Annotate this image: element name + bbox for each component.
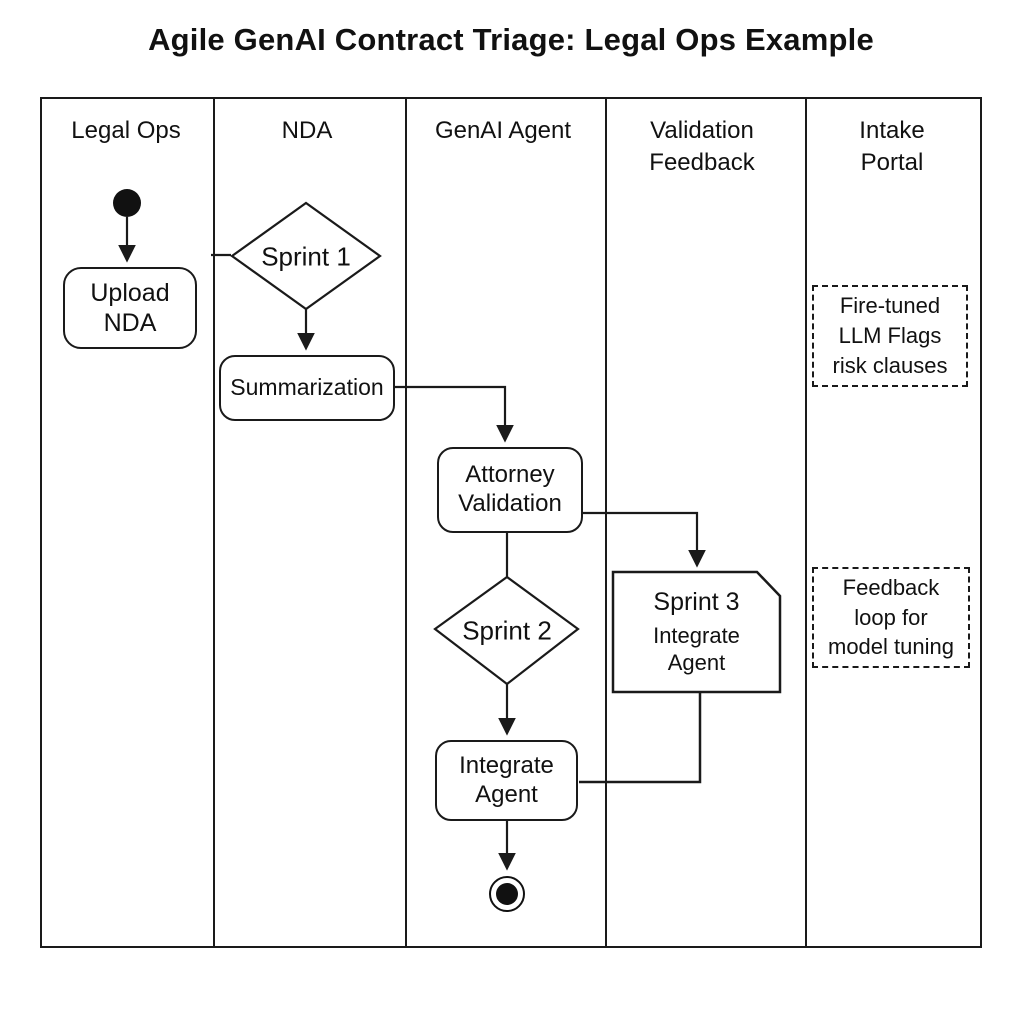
lane-label-validation-feedback: Validation Feedback [649,117,755,177]
final-node-core [496,883,518,905]
sprint2-decision-label: Sprint 2 [462,615,552,646]
annotation-feedback-loop: Feedback loop for model tuning [812,567,970,668]
lane-label-intake-portal: Intake Portal [859,117,925,177]
sprint1-decision-label: Sprint 1 [261,241,351,272]
annotation-fine-tuned-llm: Fire-tuned LLM Flags risk clauses [812,285,968,387]
lane-divider-4 [805,99,807,946]
lane-label-genai-agent: GenAI Agent [434,117,572,144]
sprint3-note-heading: Sprint 3 [653,588,740,617]
page-title: Agile GenAI Contract Triage: Legal Ops E… [148,22,874,57]
initial-node [113,189,141,217]
lane-divider-2 [405,99,407,946]
lane-divider-1 [213,99,215,946]
lane-label-legal-ops: Legal Ops [71,117,181,144]
lane-divider-3 [605,99,607,946]
summarization-node: Summarization [219,355,395,421]
upload-nda-node: Upload NDA [63,267,197,349]
sprint3-note-body: Integrate Agent [653,623,740,675]
lane-label-nda: NDA [281,117,333,144]
attorney-validation-node: Attorney Validation [437,447,583,533]
integrate-agent-node: Integrate Agent [435,740,578,821]
final-node [489,876,525,912]
sprint3-note: Sprint 3 Integrate Agent [613,572,780,692]
